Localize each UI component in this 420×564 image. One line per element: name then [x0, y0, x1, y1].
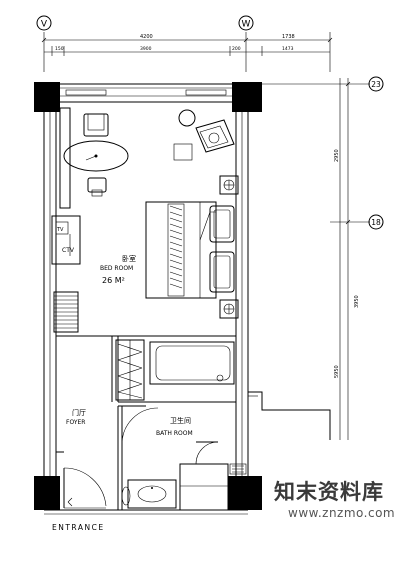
shower-area [179, 463, 229, 511]
armchair-top [83, 113, 109, 137]
foyer-en-label: FOYER [66, 419, 85, 426]
dim-right-upper: 2950 [334, 149, 340, 162]
vanity-basin [127, 479, 177, 509]
watermark-url: www.znzmo.com [288, 506, 396, 520]
dim-sub-mid: 3900 [140, 46, 152, 52]
dim-sub-right-b: 1473 [282, 46, 294, 52]
nightstand-lower [219, 299, 239, 319]
desk-chair [87, 177, 107, 197]
bath-mat [229, 463, 247, 475]
dim-sub-left: 150 [55, 46, 64, 52]
tv-small-label: TV [56, 227, 64, 233]
axis-label-23: 23 [371, 80, 381, 89]
desk [59, 107, 71, 209]
dim-top-total: 4200 [140, 34, 153, 40]
toilet [121, 486, 131, 506]
tv-cabinet: TV CTV [51, 215, 81, 265]
bathroom-cn-label: 卫生间 [170, 416, 191, 425]
watermark-logo-text: 知末资料库 [274, 480, 384, 504]
exterior-walls [43, 83, 331, 515]
bathtub [149, 341, 235, 385]
dim-right-lower: 3950 [354, 295, 360, 308]
interior-partitions [56, 335, 236, 510]
entrance-label: ENTRANCE [52, 523, 105, 532]
wardrobe [115, 339, 145, 401]
bathroom-en-label: BATH ROOM [156, 430, 193, 437]
foyer-cn-label: 门厅 [72, 408, 86, 417]
top-dimension-chain: 4200 1738 150 3900 200 1473 [41, 32, 333, 72]
foyer-label-group: 门厅 FOYER [66, 408, 86, 426]
axis-label-v: V [41, 20, 48, 30]
heater-vent [53, 291, 79, 333]
bedroom-en-label: BED ROOM [100, 265, 133, 272]
nightstand-upper [219, 175, 239, 195]
entry-door [63, 467, 107, 509]
floor-lamp [178, 109, 196, 127]
bedroom-label-group: 卧室 BED ROOM 26 M² [100, 254, 136, 285]
bathroom-door [121, 407, 159, 445]
axis-bubble-18: 18 [368, 214, 384, 230]
axis-label-18: 18 [371, 218, 381, 227]
bedroom-area-label: 26 M² [102, 276, 125, 285]
axis-bubble-w: W [238, 15, 254, 31]
shower-door [195, 441, 219, 465]
lounge-chair [173, 119, 235, 161]
dim-right-lower-2: 5950 [334, 365, 340, 378]
watermark-panel [262, 446, 420, 560]
dim-sub-right-a: 200 [232, 46, 241, 52]
bathroom-label-group: 卫生间 BATH ROOM [156, 416, 193, 437]
bedroom-cn-label: 卧室 [122, 254, 136, 263]
axis-bubble-v: V [36, 15, 52, 31]
axis-label-w: W [242, 20, 251, 30]
round-table [63, 140, 129, 172]
right-dimension-chain: 2950 3950 5950 [262, 78, 370, 440]
entrance-label-group: ENTRANCE [52, 523, 105, 532]
tv-label: CTV [62, 247, 75, 254]
dim-top-right: 1738 [282, 34, 295, 40]
axis-bubble-23: 23 [368, 76, 384, 92]
bed [145, 201, 235, 299]
structural-columns [34, 82, 262, 510]
